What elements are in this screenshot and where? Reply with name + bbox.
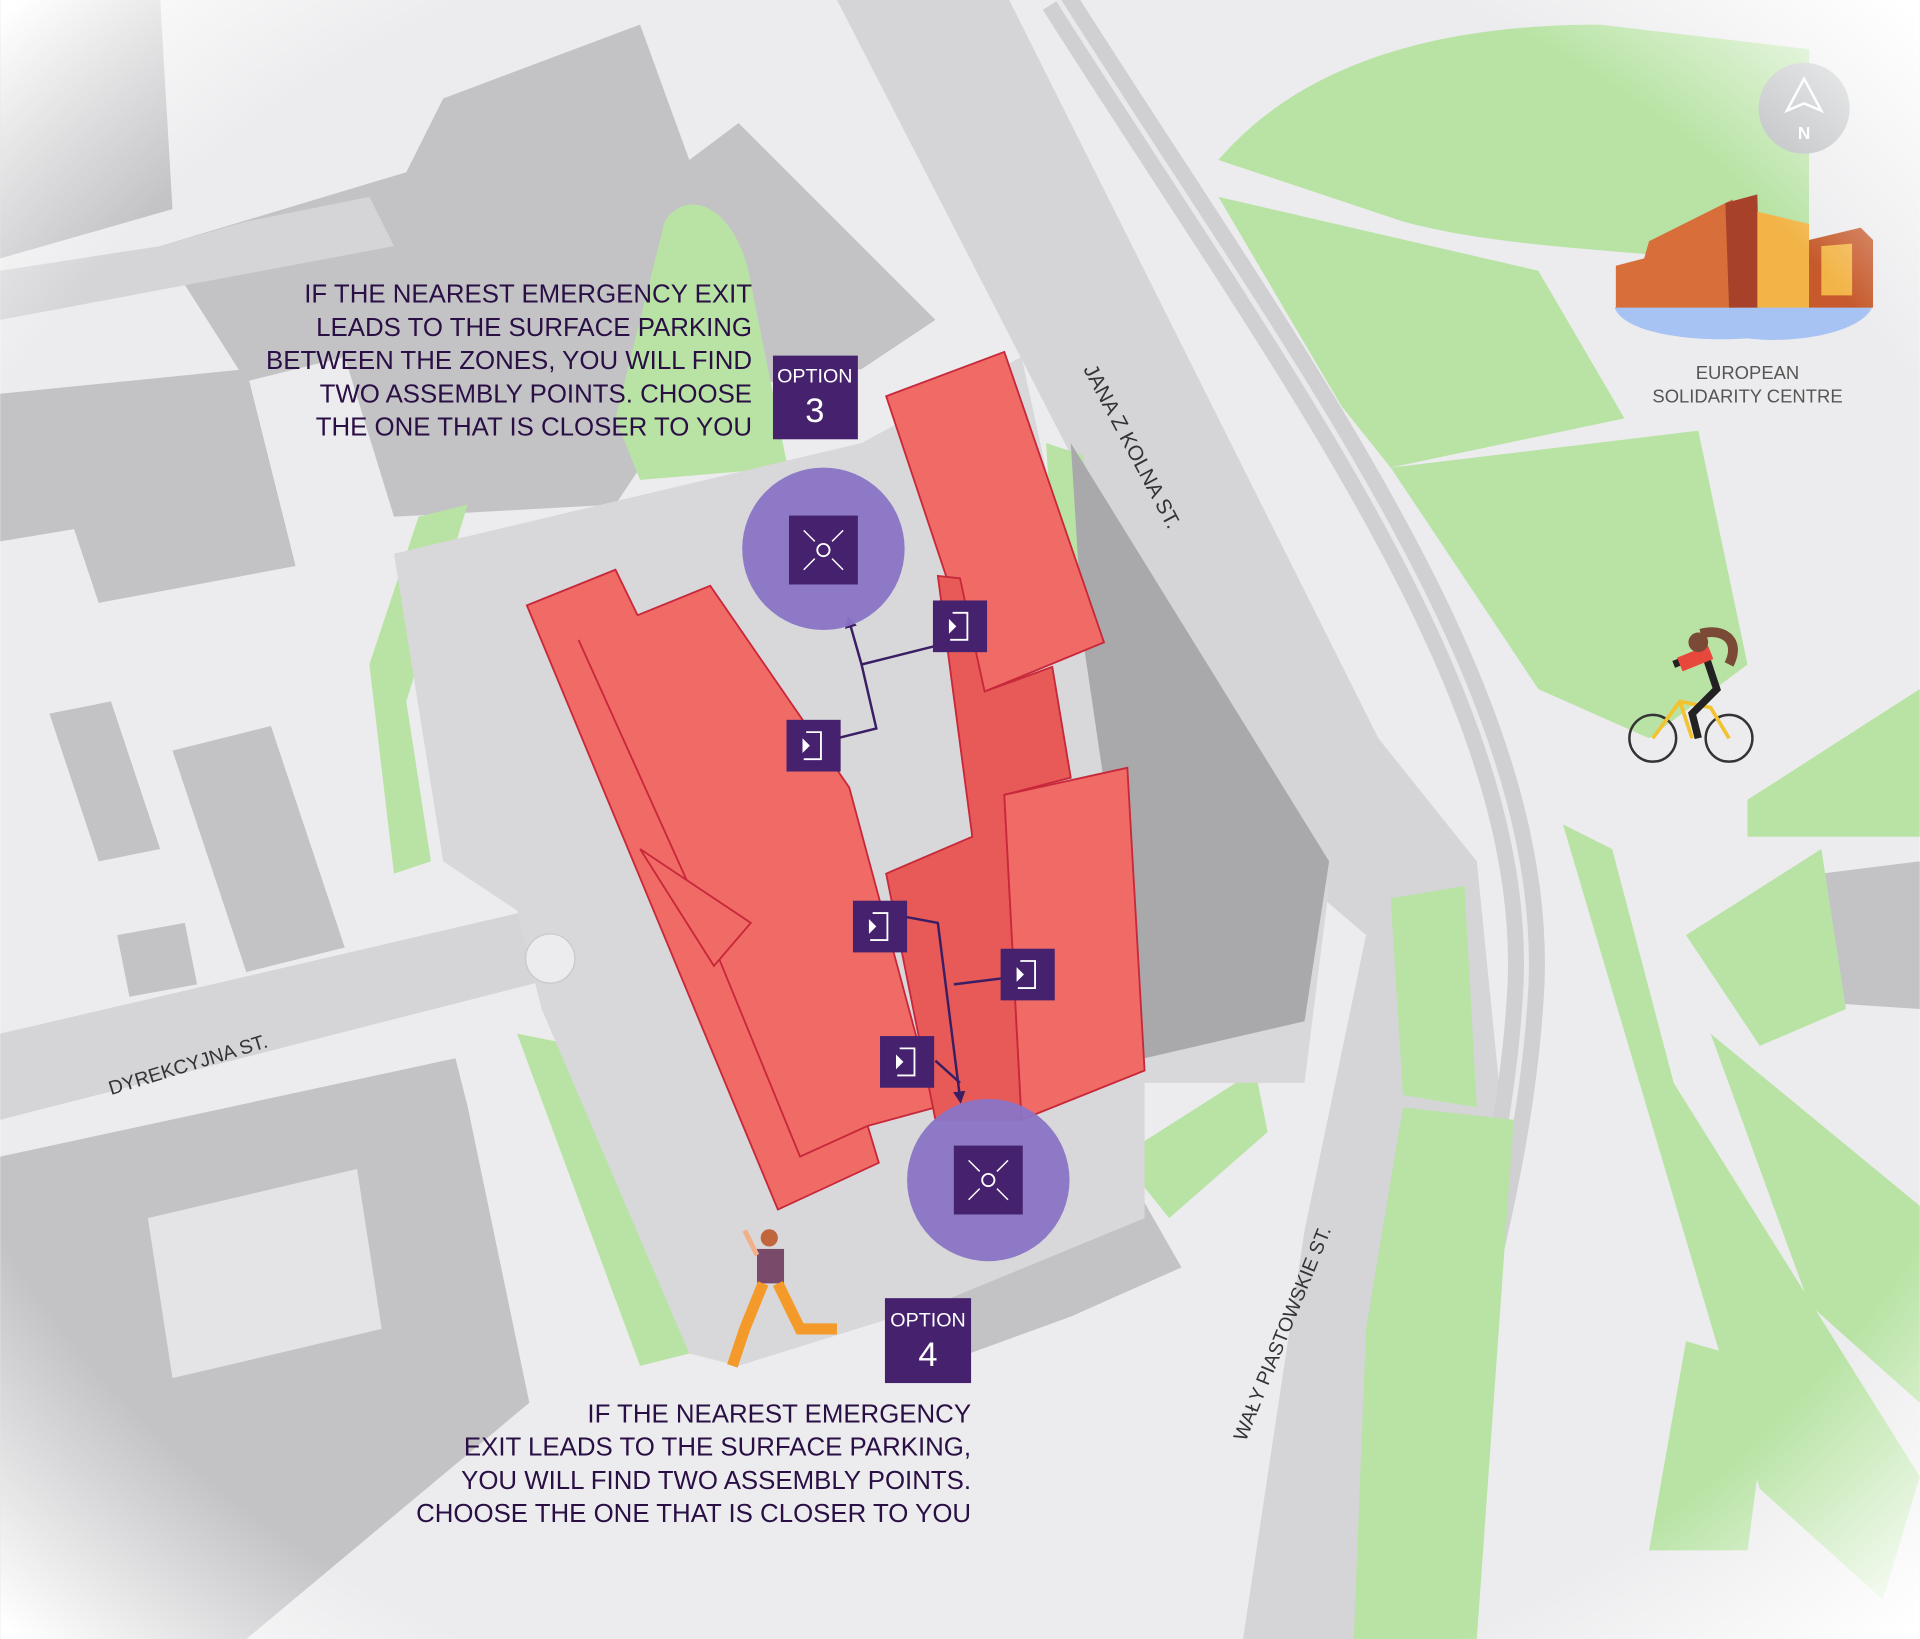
emergency-exit-icon[interactable] — [880, 1036, 935, 1088]
option-3-text-line: IF THE NEAREST EMERGENCY EXIT — [304, 281, 752, 309]
assembly-point-icon — [953, 1145, 1023, 1215]
landmark-label-line1: EUROPEAN — [1696, 362, 1799, 383]
compass-label: N — [1798, 123, 1810, 143]
option-3-text-line: TWO ASSEMBLY POINTS. CHOOSE — [320, 380, 752, 408]
option-3-callout: IF THE NEAREST EMERGENCY EXIT LEADS TO T… — [266, 281, 858, 442]
option-3-text-line: THE ONE THAT IS CLOSER TO YOU — [316, 414, 752, 442]
option-4-text-line: YOU WILL FIND TWO ASSEMBLY POINTS. — [461, 1467, 971, 1495]
assembly-point-icon — [788, 515, 858, 585]
assembly-point-north[interactable] — [742, 467, 905, 631]
north-compass: N — [1758, 62, 1850, 154]
assembly-point-south[interactable] — [907, 1098, 1070, 1262]
option-4-text-line: EXIT LEADS TO THE SURFACE PARKING, — [464, 1434, 971, 1462]
emergency-exit-icon[interactable] — [786, 719, 841, 772]
emergency-exit-icon[interactable] — [932, 600, 988, 653]
option-3-text-line: LEADS TO THE SURFACE PARKING — [316, 314, 752, 342]
option-3-badge-number: 3 — [805, 392, 824, 430]
option-3-text-line: BETWEEN THE ZONES, YOU WILL FIND — [266, 347, 752, 375]
option-4-text-line: CHOOSE THE ONE THAT IS CLOSER TO YOU — [416, 1500, 971, 1528]
option-4-badge-number: 4 — [918, 1336, 937, 1374]
landmark-label-line2: SOLIDARITY CENTRE — [1652, 385, 1842, 406]
emergency-exit-icon[interactable] — [1000, 948, 1055, 1001]
option-4-badge — [884, 1298, 972, 1384]
option-3-badge-label: OPTION — [777, 366, 852, 388]
option-3-badge — [772, 355, 858, 440]
roundabout — [525, 933, 576, 984]
option-4-badge-label: OPTION — [890, 1309, 965, 1331]
option-4-text-line: IF THE NEAREST EMERGENCY — [587, 1400, 971, 1428]
option-4-callout: OPTION 4 IF THE NEAREST EMERGENCY EXIT L… — [416, 1298, 972, 1528]
emergency-exit-icon[interactable] — [852, 900, 908, 953]
